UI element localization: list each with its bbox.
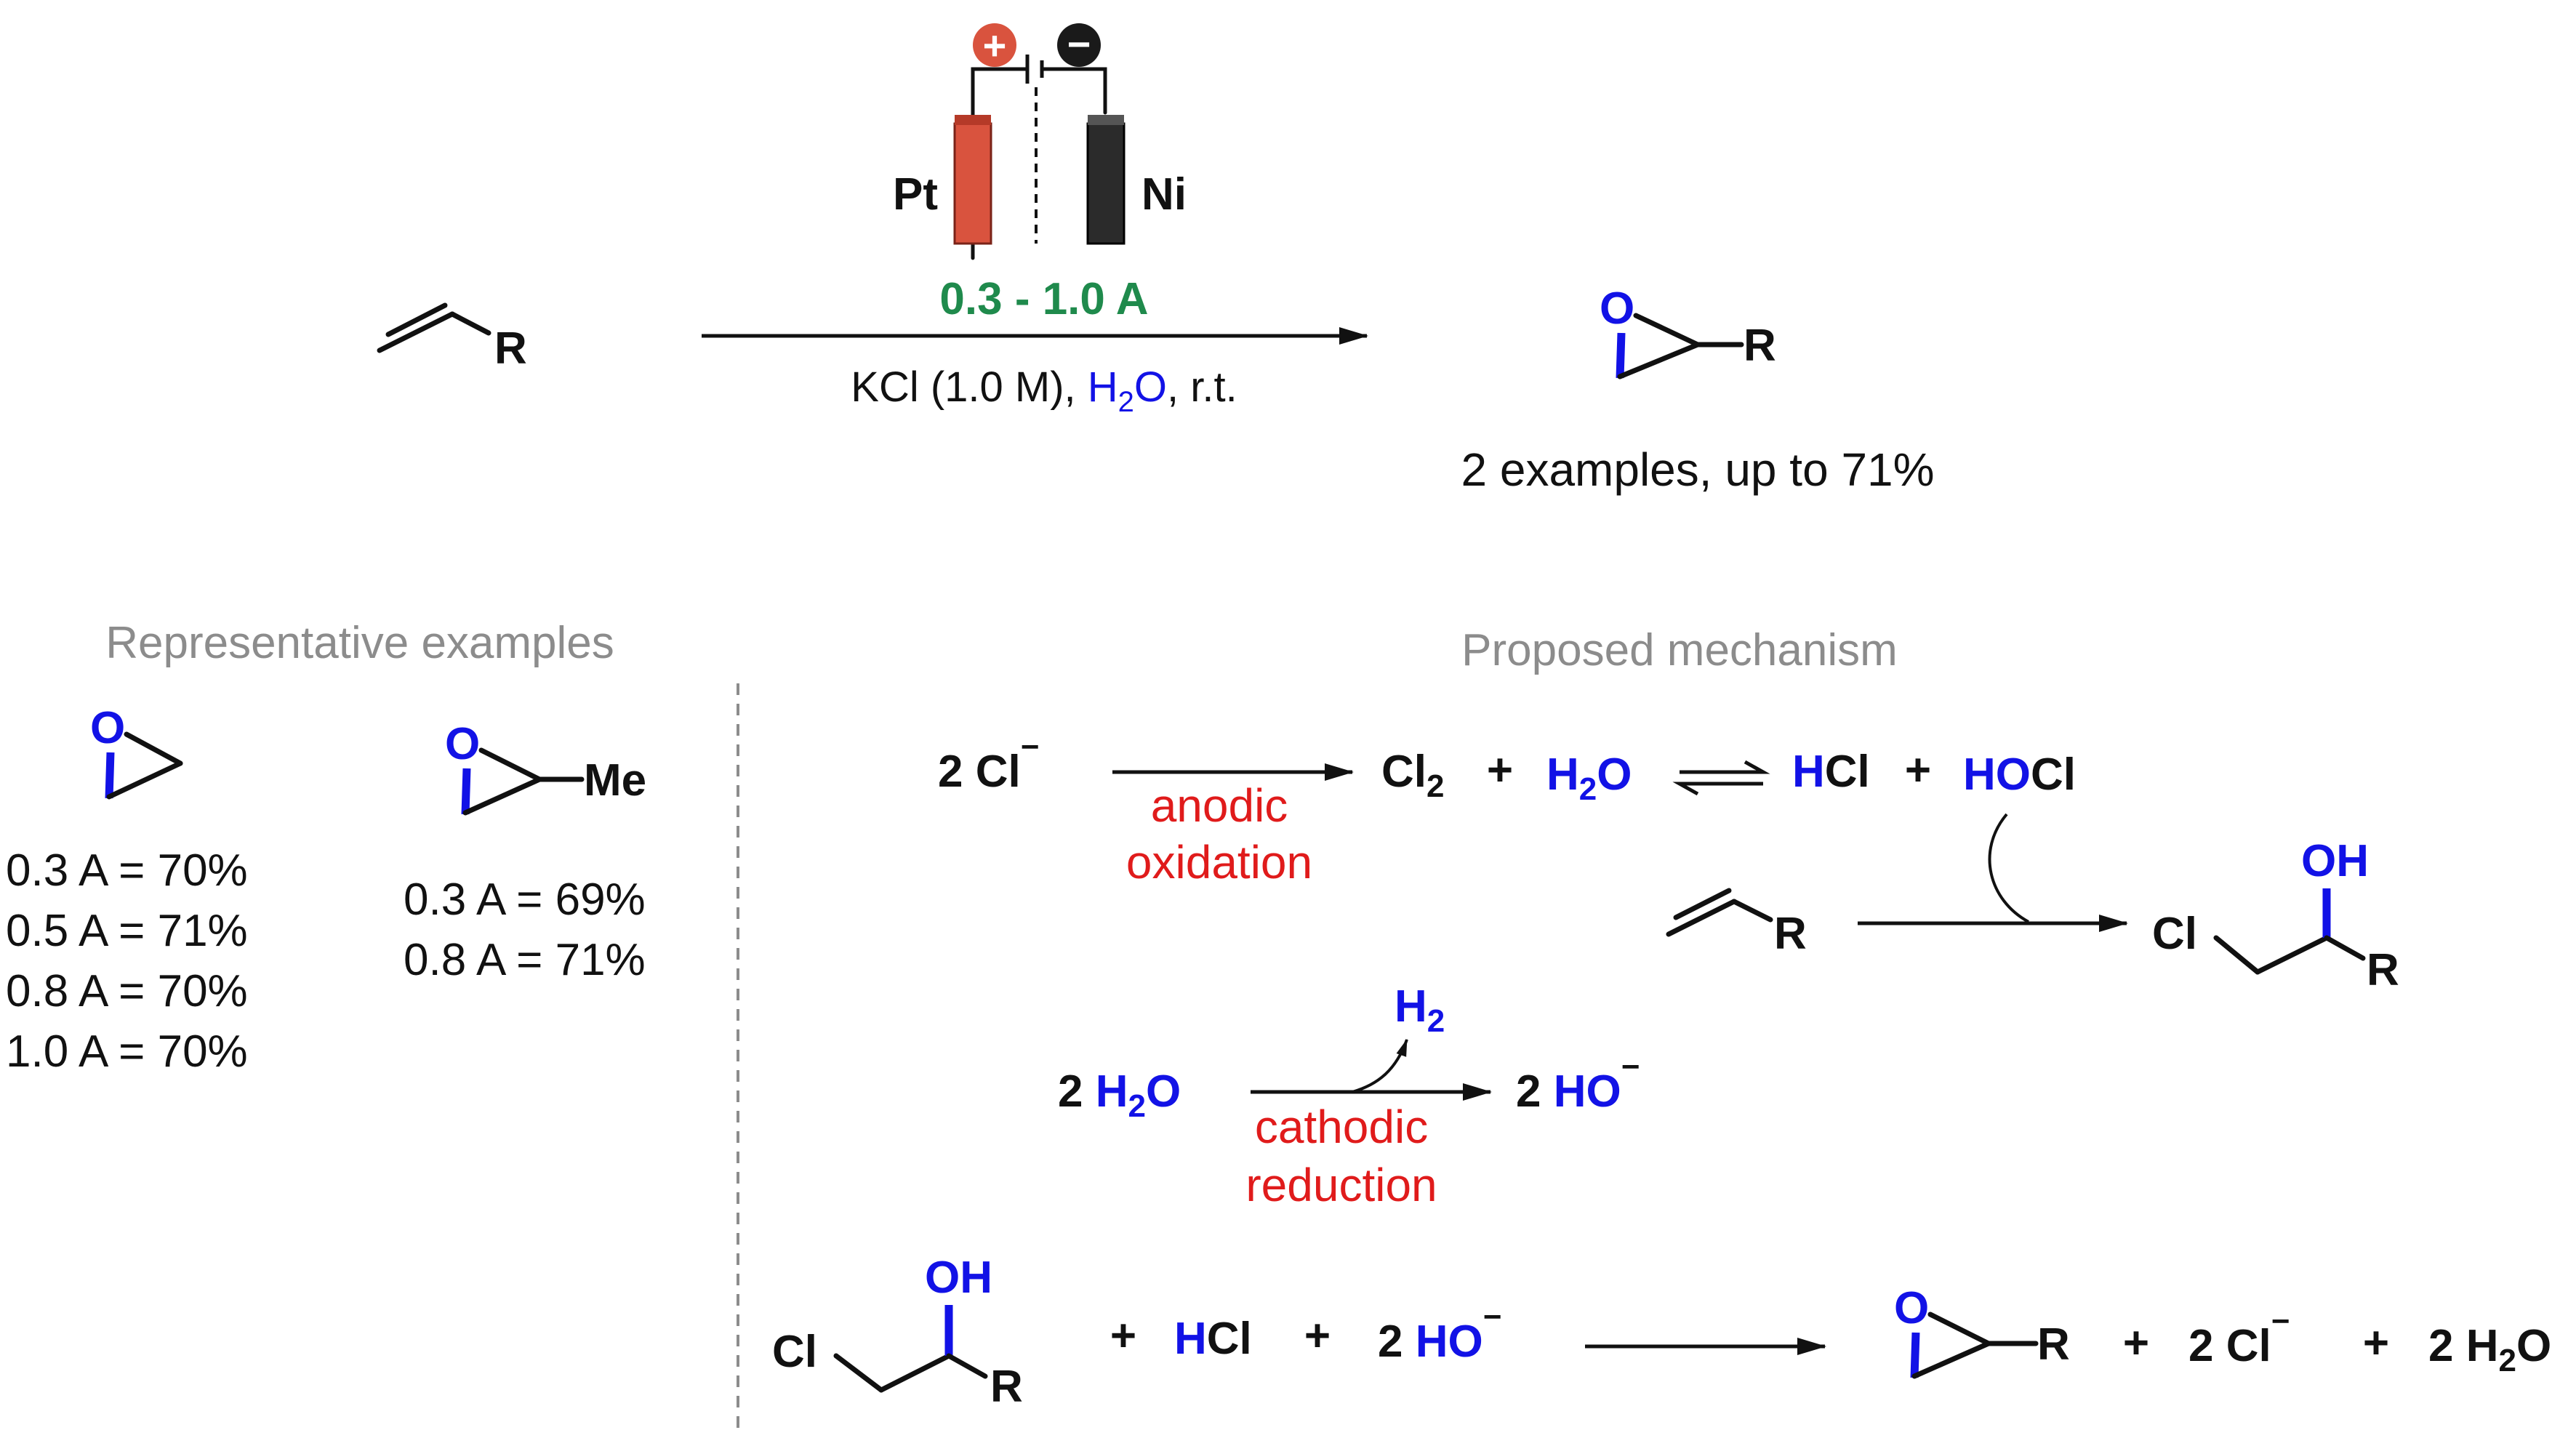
minus-terminal-icon: − (1057, 21, 1101, 67)
hocl-addition-arrow (1988, 813, 2029, 923)
hydrogen-gas: H2 (1395, 981, 1445, 1039)
equilibrium-arrows (1672, 760, 1770, 796)
cathode-label: Ni (1141, 169, 1187, 220)
example-epoxide-2: O Me (445, 719, 646, 816)
svg-text:Me: Me (584, 755, 646, 806)
hcl-product: HCl (1792, 747, 1870, 797)
plus-sign: + (1905, 745, 1931, 795)
svg-text:R: R (2367, 945, 2399, 995)
mechanism-title: Proposed mechanism (1461, 625, 1898, 675)
product-epoxide: O R (1600, 284, 1776, 379)
chlorohydrin-reactant: Cl OH R (772, 1253, 1023, 1412)
plus-sign: + (2363, 1318, 2389, 1368)
hydroxide-product: 2 HO− (1516, 1049, 1640, 1117)
chlorohydrin-product: Cl OH R (2152, 836, 2399, 995)
chloride-final: 2 Cl− (2188, 1304, 2290, 1371)
svg-text:0.8 A = 71%: 0.8 A = 71% (404, 935, 646, 985)
anodic-label-1: anodic (1151, 779, 1288, 832)
starting-alkene: R (377, 302, 527, 374)
svg-text:0.3 A = 69%: 0.3 A = 69% (404, 875, 646, 925)
anode-electrode-side (955, 115, 991, 125)
svg-text:R: R (494, 324, 527, 374)
cathodic-label-1: cathodic (1255, 1101, 1428, 1153)
plus-terminal-icon: + (973, 23, 1016, 68)
svg-text:R: R (1744, 321, 1776, 371)
hcl-reactant: HCl (1174, 1314, 1252, 1364)
svg-text:R: R (1774, 909, 1807, 959)
svg-text:+: + (983, 23, 1007, 68)
water-final: 2 H2O (2428, 1321, 2551, 1378)
hocl-product: HOCl (1963, 750, 2076, 800)
svg-text:O: O (90, 703, 125, 753)
water-reactant-cathode: 2 H2O (1058, 1067, 1181, 1124)
svg-text:1.0 A = 70%: 1.0 A = 70% (6, 1027, 248, 1077)
chloride-reactant: 2 Cl− (938, 729, 1039, 797)
example-2-yields: 0.3 A = 69% 0.8 A = 71% (404, 875, 646, 985)
svg-text:0.5 A = 71%: 0.5 A = 71% (6, 906, 248, 956)
plus-sign: + (1304, 1311, 1331, 1361)
svg-text:Cl: Cl (772, 1327, 817, 1377)
hydrogen-release-arrow (1352, 1038, 1408, 1093)
product-summary: 2 examples, up to 71% (1461, 443, 1934, 496)
svg-text:Cl: Cl (2152, 909, 2197, 959)
svg-text:O: O (1600, 284, 1634, 334)
alkene-reactant: R (1666, 888, 1807, 959)
svg-text:−: − (1067, 21, 1091, 67)
plus-sign: + (1487, 745, 1513, 795)
svg-text:O: O (1894, 1283, 1929, 1333)
cathode-electrode (1086, 122, 1126, 245)
svg-text:R: R (2037, 1319, 2070, 1370)
plus-sign: + (1110, 1311, 1136, 1361)
svg-text:R: R (990, 1362, 1023, 1412)
example-epoxide-1: O (90, 703, 183, 800)
svg-text:OH: OH (2301, 836, 2369, 886)
svg-text:OH: OH (925, 1253, 992, 1303)
chlorine-product: Cl2 (1381, 747, 1444, 804)
example-1-yields: 0.3 A = 70% 0.5 A = 71% 0.8 A = 70% 1.0 … (6, 845, 248, 1077)
anodic-label-2: oxidation (1126, 836, 1312, 888)
representative-title: Representative examples (105, 618, 614, 668)
cathode-electrode-side (1088, 115, 1124, 125)
water-reactant: H2O (1546, 750, 1632, 807)
hydroxide-reactant: 2 HO− (1378, 1299, 1501, 1367)
epoxide-final-product: O R (1894, 1283, 2070, 1379)
current-label: 0.3 - 1.0 A (939, 274, 1148, 324)
reaction-conditions: KCl (1.0 M), H2O, r.t. (851, 363, 1237, 418)
svg-text:0.8 A = 70%: 0.8 A = 70% (6, 966, 248, 1016)
svg-text:0.3 A = 70%: 0.3 A = 70% (6, 845, 248, 896)
anode-label: Pt (893, 169, 938, 220)
cathodic-label-2: reduction (1245, 1159, 1437, 1211)
electrolysis-cell: + − Pt Ni (893, 21, 1187, 260)
svg-text:O: O (445, 719, 480, 769)
plus-sign: + (2123, 1318, 2149, 1368)
anode-electrode (953, 122, 992, 245)
